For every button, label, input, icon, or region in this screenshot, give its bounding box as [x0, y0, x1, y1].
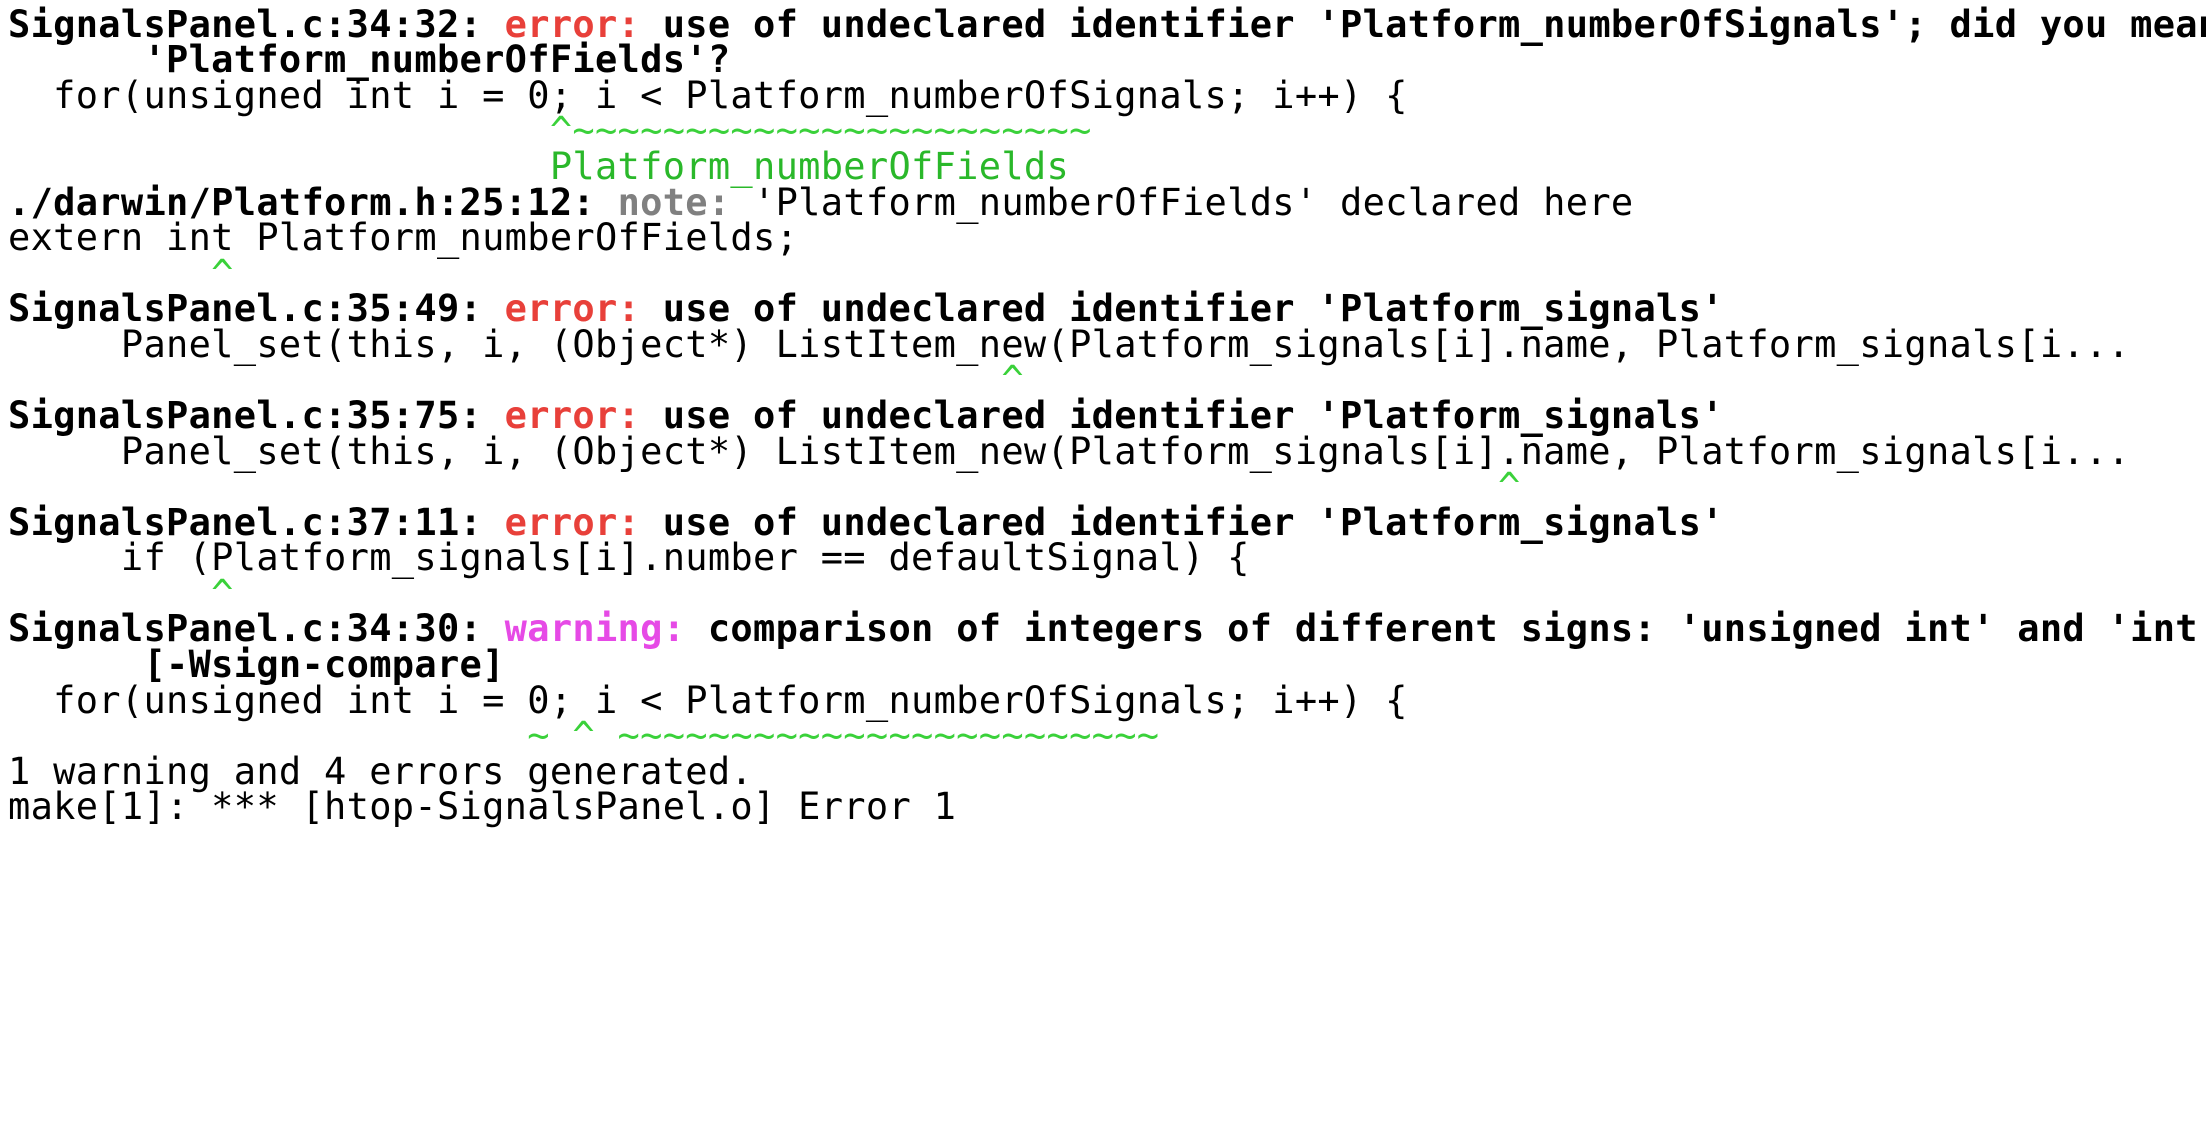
source-line: for(unsigned int i = 0; i < Platform_num… — [8, 679, 1408, 722]
note-label: note: — [617, 181, 731, 224]
diagnostic-line: SignalsPanel.c:35:49: error: use of unde… — [8, 284, 1724, 334]
diagnostic-line: SignalsPanel.c:34:30: warning: compariso… — [8, 604, 2206, 654]
message-continuation: 'Platform_numberOfFields'? — [8, 38, 731, 81]
error-label: error: — [504, 394, 641, 437]
summary-line: 1 warning and 4 errors generated. — [8, 750, 754, 793]
diagnostic-line: SignalsPanel.c:34:32: error: use of unde… — [8, 0, 2206, 50]
diagnostic-location: SignalsPanel.c:35:49: — [8, 287, 483, 330]
diagnostic-line: ./darwin/Platform.h:25:12: note: 'Platfo… — [8, 178, 1634, 228]
caret-line: ^ — [8, 465, 1521, 508]
message-continuation: [-Wsign-compare] — [8, 643, 505, 686]
error-label: error: — [504, 501, 641, 544]
source-line: if (Platform_signals[i].number == defaul… — [8, 536, 1250, 579]
error-label: error: — [504, 3, 641, 46]
caret-line: ^ — [8, 572, 234, 615]
diagnostic-line: SignalsPanel.c:37:11: error: use of unde… — [8, 498, 1724, 548]
source-line: Panel_set(this, i, (Object*) ListItem_ne… — [8, 430, 2131, 473]
diagnostic-message: use of undeclared identifier 'Platform_s… — [640, 501, 1724, 544]
diagnostic-message: 'Platform_numberOfFields' declared here — [730, 181, 1634, 224]
warning-label: warning: — [504, 607, 686, 650]
diagnostic-location: ./darwin/Platform.h:25:12: — [8, 181, 595, 224]
caret-line: ~ ^ ~~~~~~~~~~~~~~~~~~~~~~~~ — [8, 714, 1160, 757]
error-label: error: — [504, 287, 641, 330]
caret-line: ^ — [8, 252, 234, 295]
source-line: for(unsigned int i = 0; i < Platform_num… — [8, 74, 1408, 117]
caret-line: ^~~~~~~~~~~~~~~~~~~~~~~~ — [8, 109, 1092, 152]
diagnostic-message: comparison of integers of different sign… — [685, 607, 2206, 650]
diagnostic-message: use of undeclared identifier 'Platform_n… — [640, 3, 2206, 46]
diagnostic-message: use of undeclared identifier 'Platform_s… — [640, 287, 1724, 330]
diagnostic-location: SignalsPanel.c:34:32: — [8, 3, 483, 46]
source-line: extern int Platform_numberOfFields; — [8, 216, 799, 259]
caret-line: ^ — [8, 358, 1024, 401]
source-line: Panel_set(this, i, (Object*) ListItem_ne… — [8, 323, 2131, 366]
diagnostic-location: SignalsPanel.c:37:11: — [8, 501, 483, 544]
fixit-suggestion: Platform_numberOfFields — [8, 145, 1070, 188]
diagnostic-location: SignalsPanel.c:35:75: — [8, 394, 483, 437]
diagnostic-location: SignalsPanel.c:34:30: — [8, 607, 483, 650]
diagnostic-message: use of undeclared identifier 'Platform_s… — [640, 394, 1724, 437]
make-error-line: make[1]: *** [htop-SignalsPanel.o] Error… — [8, 785, 957, 828]
diagnostic-line: SignalsPanel.c:35:75: error: use of unde… — [8, 391, 1724, 441]
